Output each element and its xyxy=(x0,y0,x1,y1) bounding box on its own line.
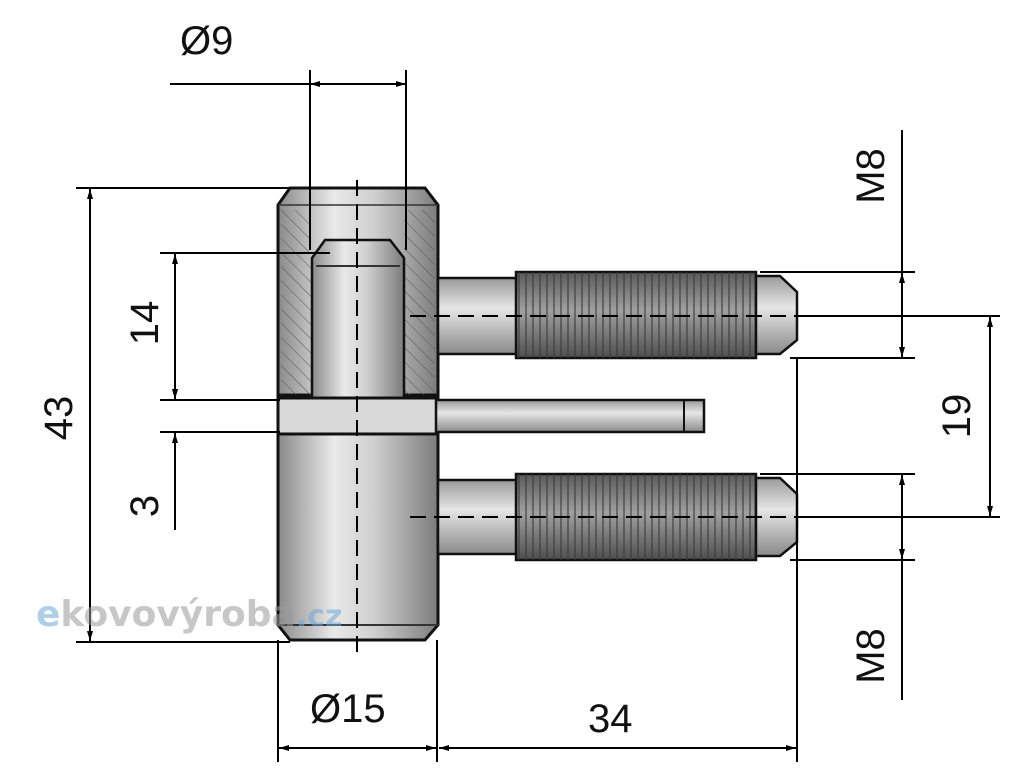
upper-stud-shank xyxy=(436,276,520,356)
watermark-name: kovovýroba xyxy=(60,594,295,635)
hinge-leaf-plate xyxy=(434,398,706,434)
dim-thread-bottom: M8 xyxy=(849,628,893,684)
dim-pin-diameter: Ø9 xyxy=(180,19,233,63)
dimension-lines xyxy=(76,70,1000,762)
watermark-e: e xyxy=(36,594,60,635)
dim-upper-part: 14 xyxy=(123,301,167,346)
watermark-logo: ekovovýroba.cz xyxy=(36,594,342,635)
hinge-body xyxy=(276,180,808,652)
dim-stud-spacing: 19 xyxy=(935,394,979,439)
dim-stud-length: 34 xyxy=(588,697,633,741)
section-hatch-right xyxy=(404,210,435,395)
dim-body-diameter: Ø15 xyxy=(310,687,386,731)
section-hatch-left xyxy=(281,210,311,395)
lower-stud-shank xyxy=(436,478,520,556)
dim-total-height: 43 xyxy=(37,396,81,441)
dim-thread-top: M8 xyxy=(849,148,893,204)
watermark-tld: .cz xyxy=(296,599,343,634)
dim-gap: 3 xyxy=(123,495,167,517)
